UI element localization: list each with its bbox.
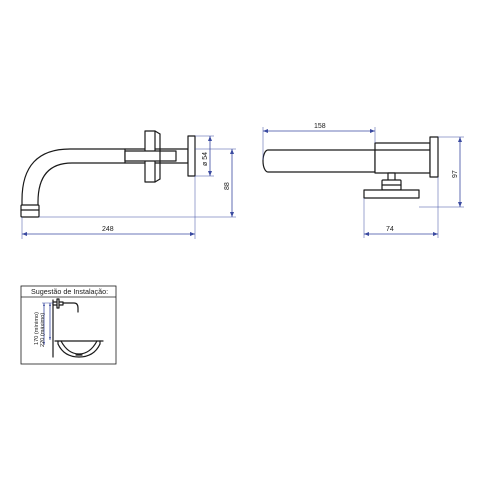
install-height-min: 170 (mínimo) (34, 312, 40, 345)
dimension-label: 97 (452, 170, 459, 178)
dimension-label: 158 (314, 123, 326, 130)
dimension-label: 74 (386, 226, 394, 233)
install-mini-spout (62, 302, 79, 313)
handle-edge (154, 178, 161, 183)
dimension-depth: 74 (363, 177, 439, 238)
side-view: 158 97 74 (262, 123, 464, 238)
wall-flange (187, 135, 196, 177)
cross-handle-horizontal (124, 150, 177, 162)
handle-edge (154, 130, 161, 135)
install-title: Sugestão de Instalação: (31, 287, 108, 296)
spout-tip (20, 204, 40, 218)
front-view: 248 ø 54 88 (20, 130, 236, 239)
install-height-max: 220 (máximo) (40, 313, 46, 347)
dimension-length: 158 (262, 123, 376, 160)
dimension-label: 88 (224, 182, 231, 190)
spout-outer (21, 148, 126, 208)
dimension-height: 88 (39, 148, 236, 218)
dimension-width: 248 (21, 176, 196, 239)
install-basin-inner (60, 340, 98, 355)
side-valve-body (374, 142, 431, 174)
dimension-label: 248 (102, 226, 114, 233)
dimension-side-height: 97 (419, 136, 464, 208)
side-spout-tube (262, 149, 376, 173)
side-wall-flange (429, 136, 439, 178)
spout-inner (37, 162, 126, 208)
dimension-diameter: ø 54 (195, 135, 214, 177)
dimension-label: ø 54 (202, 152, 209, 166)
installation-suggestion-box: Sugestão de Instalação: 170 (mínimo) 220… (20, 285, 117, 365)
install-mini-handle (56, 298, 60, 309)
install-basin-bowl (57, 340, 101, 358)
install-box-frame (20, 285, 117, 365)
side-cross-handle (363, 189, 420, 199)
